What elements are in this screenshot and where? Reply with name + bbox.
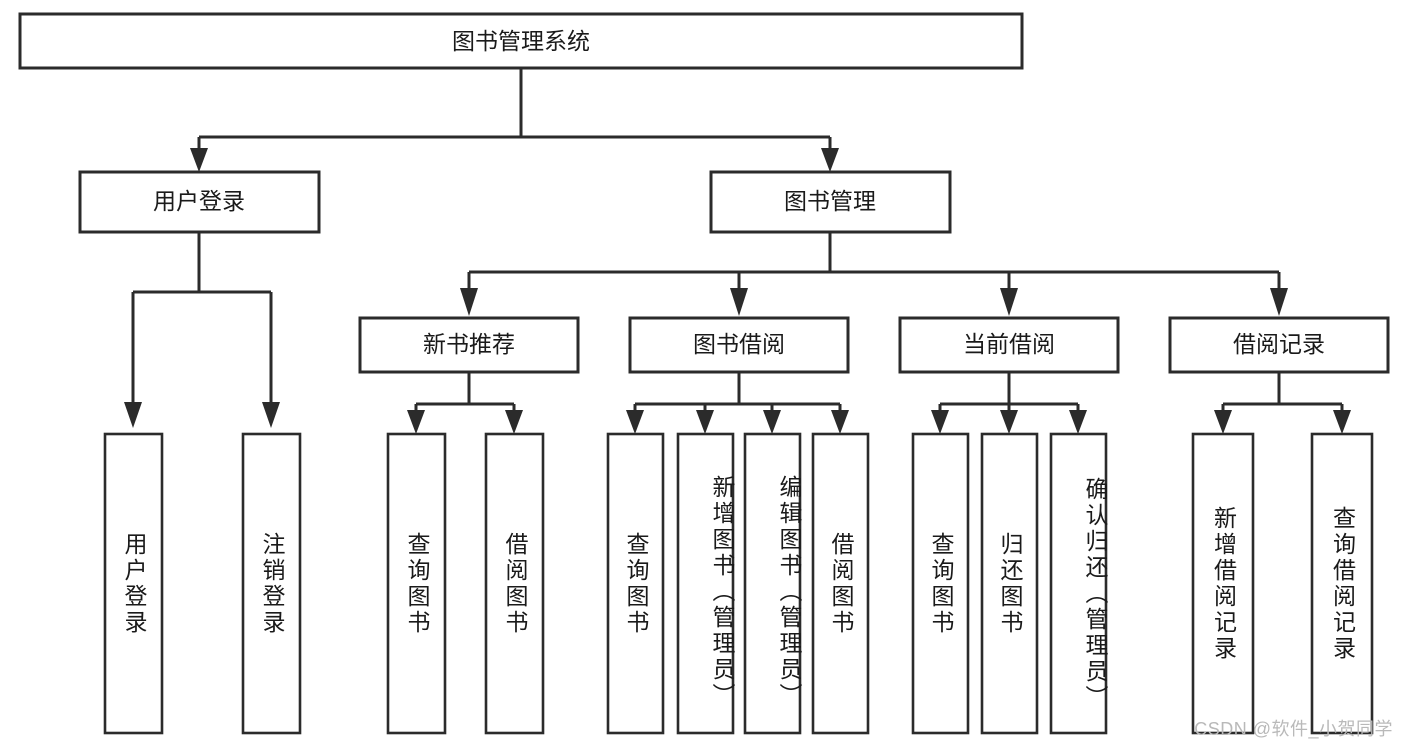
arrow-head-current-borrow xyxy=(1000,288,1018,316)
arrow-head-user-login xyxy=(190,148,208,172)
node-borrow-record-box[interactable] xyxy=(1168,316,1390,374)
leaf-box-user-login-1[interactable] xyxy=(103,432,164,735)
node-new-book-recommend-box[interactable] xyxy=(358,316,580,374)
node-book-management-box[interactable] xyxy=(709,170,952,234)
arrow-head-borrowrecord-leaf-1 xyxy=(1214,410,1232,434)
node-book-management-label: 图书管理 xyxy=(784,188,876,214)
node-new-book-recommend-label: 新书推荐 xyxy=(423,331,515,357)
csdn-watermark: CSDN @软件_小贺同学 xyxy=(1194,719,1393,739)
arrow-head-currentborrow-leaf-3 xyxy=(1069,410,1087,434)
leaf-box-book-borrow-4[interactable] xyxy=(811,432,870,735)
leaf-box-current-borrow-3[interactable] xyxy=(1049,432,1108,735)
node-user-login-box[interactable] xyxy=(78,170,321,234)
leaf-box-book-borrow-1[interactable] xyxy=(606,432,665,735)
node-book-borrow-label: 图书借阅 xyxy=(693,331,785,357)
arrow-head-book-borrow xyxy=(730,288,748,316)
arrow-head-userlogin-leaf-2 xyxy=(262,402,280,428)
arrow-head-book-mgmt xyxy=(821,148,839,172)
arrow-head-newbook-leaf-1 xyxy=(407,410,425,434)
node-root-label: 图书管理系统 xyxy=(452,28,590,54)
leaf-box-new-book-2[interactable] xyxy=(484,432,545,735)
nodes-layer: 图书管理系统 用户登录 图书管理 新书推荐 图书借阅 当前借阅 借阅记录 xyxy=(18,12,1390,735)
leaf-box-borrow-record-1[interactable] xyxy=(1191,432,1255,735)
arrow-head-currentborrow-leaf-1 xyxy=(931,410,949,434)
arrow-head-new-book xyxy=(460,288,478,316)
leaf-box-book-borrow-3[interactable] xyxy=(743,432,802,735)
leaf-box-user-login-2[interactable] xyxy=(241,432,302,735)
node-borrow-record-label: 借阅记录 xyxy=(1233,331,1325,357)
connectors-layer xyxy=(124,68,1351,434)
leaf-box-new-book-1[interactable] xyxy=(386,432,447,735)
leaf-box-book-borrow-2[interactable] xyxy=(676,432,735,735)
arrow-head-borrowrecord-leaf-2 xyxy=(1333,410,1351,434)
node-user-login-label: 用户登录 xyxy=(153,188,245,214)
arrow-head-bookborrow-leaf-1 xyxy=(626,410,644,434)
leaf-box-borrow-record-2[interactable] xyxy=(1310,432,1374,735)
node-current-borrow-label: 当前借阅 xyxy=(963,331,1055,357)
leaf-box-current-borrow-2[interactable] xyxy=(980,432,1039,735)
arrow-head-newbook-leaf-2 xyxy=(505,410,523,434)
arrow-head-currentborrow-leaf-2 xyxy=(1000,410,1018,434)
arrow-head-userlogin-leaf-1 xyxy=(124,402,142,428)
node-current-borrow-box[interactable] xyxy=(898,316,1120,374)
node-book-borrow-box[interactable] xyxy=(628,316,850,374)
node-root-box[interactable] xyxy=(18,12,1024,70)
arrow-head-bookborrow-leaf-3 xyxy=(763,410,781,434)
arrow-head-bookborrow-leaf-4 xyxy=(831,410,849,434)
leaf-box-current-borrow-1[interactable] xyxy=(911,432,970,735)
arrow-head-bookborrow-leaf-2 xyxy=(696,410,714,434)
arrow-head-borrow-record xyxy=(1270,288,1288,316)
